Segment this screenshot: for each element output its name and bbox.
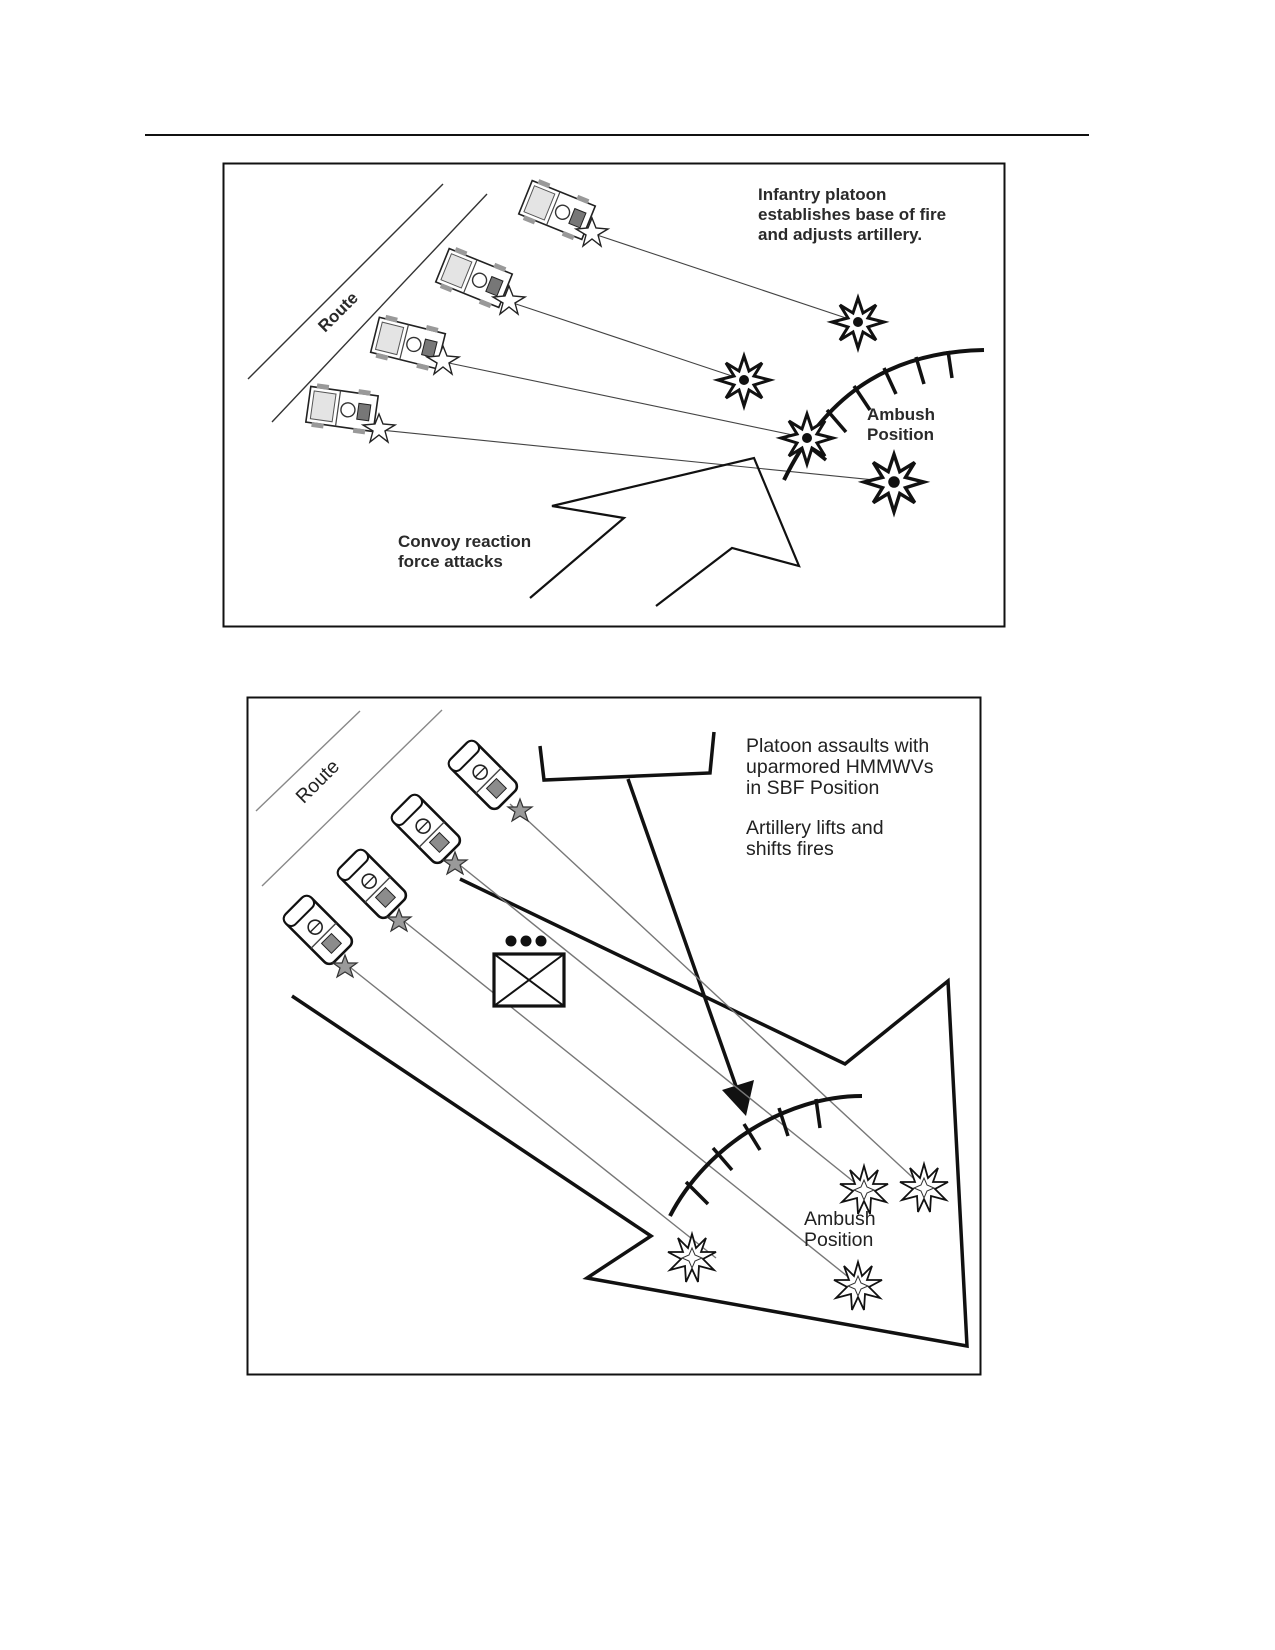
base-of-fire-diagram: Route Infantry platoon establishes base …	[222, 162, 1006, 628]
ambush-position-label: Ambush Position	[804, 1208, 881, 1251]
header-rule	[145, 134, 1089, 136]
platoon-note: Infantry platoon establishes base of fir…	[758, 185, 951, 244]
assault-arrow	[291, 877, 969, 1349]
reaction-force-arrow	[529, 456, 801, 607]
artillery-note: Artillery lifts and shifts fires	[746, 817, 889, 860]
diagram-panel-assault: Route Platoon	[246, 696, 982, 1376]
fire-lines	[379, 233, 895, 483]
assault-diagram: Route Platoon	[246, 696, 982, 1376]
diagram-panel-base-of-fire: Route Infantry platoon establishes base …	[222, 162, 1006, 628]
route-edge-right	[261, 709, 443, 887]
ambush-position-ticks	[684, 1098, 822, 1206]
assault-note: Platoon assaults with uparmored HMMWVs i…	[746, 735, 939, 799]
ambush-position-label: Ambush Position	[867, 405, 940, 444]
panel-border	[246, 696, 982, 1376]
ambush-position-line	[668, 1094, 863, 1217]
infantry-platoon-symbol	[492, 935, 566, 1008]
reaction-force-note: Convoy reaction force attacks	[398, 532, 536, 571]
lift-shift-arrowhead	[722, 1080, 754, 1116]
route-edge-left	[255, 710, 361, 812]
lift-shift-arrow-tail	[538, 731, 716, 782]
route-edge-right	[271, 193, 488, 423]
fire-lines	[345, 803, 925, 1281]
lift-shift-arrow-shaft	[626, 778, 740, 1093]
route-edge-left	[247, 183, 444, 380]
